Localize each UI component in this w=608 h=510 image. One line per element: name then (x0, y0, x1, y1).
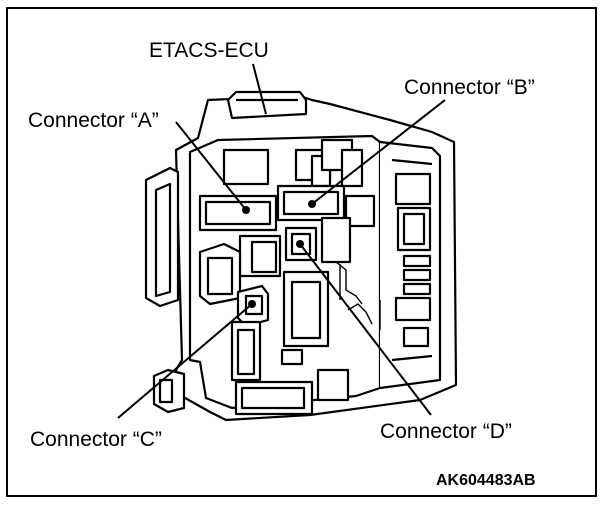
leader-line-connector-a (175, 121, 247, 211)
leader-line-connector-d (299, 243, 432, 416)
connector-a-label: Connector “A” (28, 109, 159, 132)
connector-d-label: Connector “D” (380, 420, 512, 443)
leader-line-connector-c (117, 303, 253, 419)
figure-code: AK604483AB (436, 472, 536, 489)
ecu-label: ETACS-ECU (149, 39, 269, 62)
connector-c-label: Connector “C” (30, 428, 162, 451)
figure-frame (6, 7, 597, 497)
leader-line-ecu (252, 63, 267, 115)
relay-block-upper (394, 172, 432, 206)
connector-b-label: Connector “B” (404, 76, 535, 99)
ecu-top-tab (226, 90, 308, 120)
leader-line-connector-b (311, 99, 446, 205)
